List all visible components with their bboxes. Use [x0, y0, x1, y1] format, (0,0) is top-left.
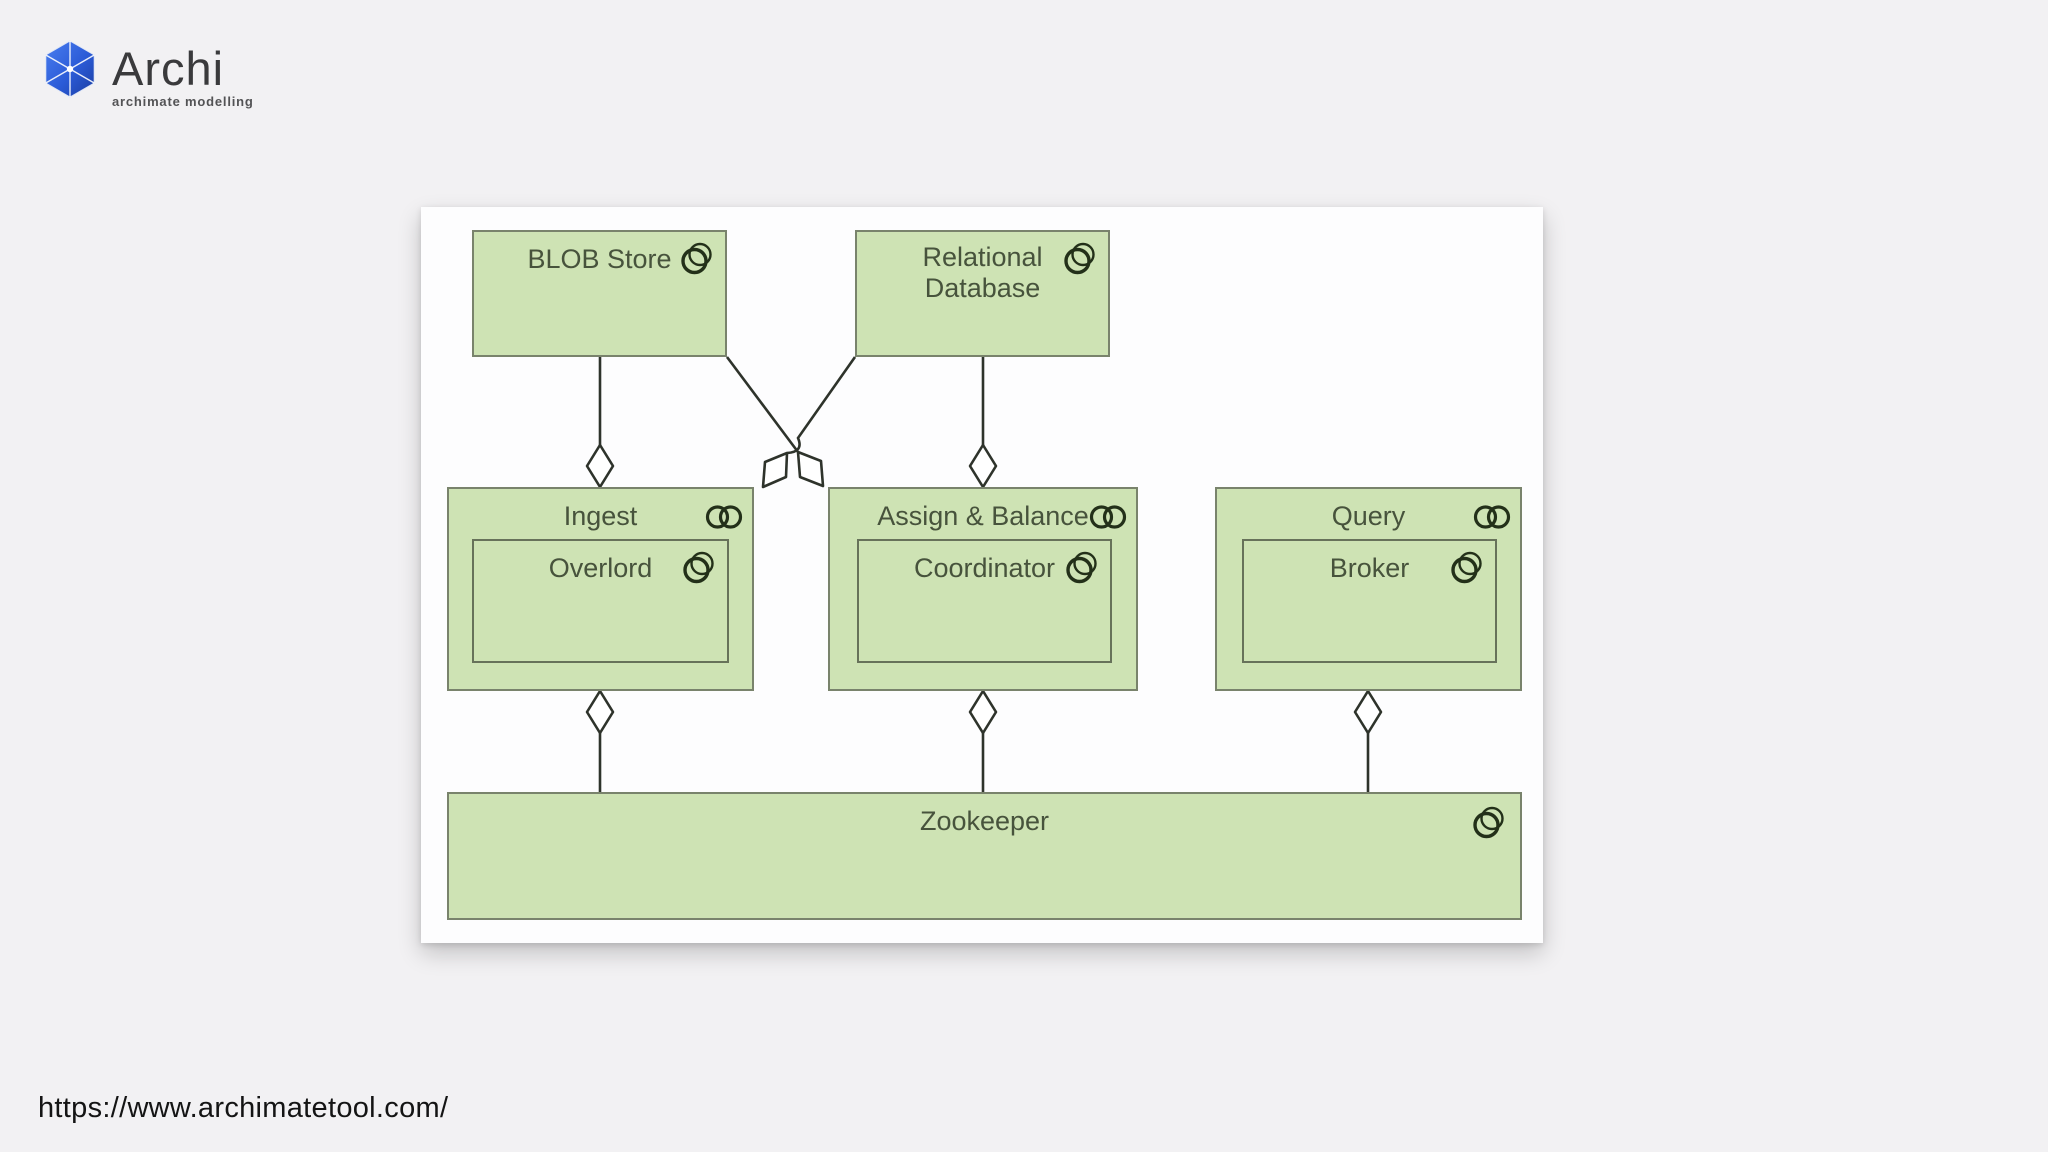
element-query: Query Broker: [1215, 487, 1522, 691]
element-label: Broker: [1329, 553, 1410, 583]
url-caption: https://www.archimatetool.com/: [38, 1092, 449, 1124]
element-label: Coordinator: [913, 553, 1056, 583]
element-assign-balance: Assign & Balance Coordinator: [828, 487, 1138, 691]
element-label: Overlord: [548, 553, 653, 583]
logo-subtitle: archimate modelling: [112, 94, 254, 109]
element-blob-store: BLOB Store: [472, 230, 727, 357]
collaboration-icon: [1473, 505, 1511, 529]
element-label: Zookeeper: [919, 806, 1050, 836]
connector-relationaldb-ingest: [761, 356, 857, 489]
diagram-canvas: BLOB Store Relational Database Ingest Ov…: [421, 207, 1543, 943]
element-coordinator: Coordinator: [857, 539, 1112, 663]
element-broker: Broker: [1242, 539, 1497, 663]
sketch-circle-icon: [1064, 242, 1095, 275]
logo-title: Archi: [112, 42, 225, 95]
connector-blobstore-assignbalance: [725, 356, 825, 488]
sketch-circle-icon: [681, 242, 712, 275]
archi-logo[interactable]: Archi archimate modelling: [44, 40, 254, 109]
collaboration-icon: [1089, 505, 1127, 529]
connectors-layer: [585, 356, 1383, 792]
archi-hexagon-icon: [45, 40, 95, 98]
sketch-circle-icon: [683, 551, 714, 584]
element-zookeeper: Zookeeper: [447, 792, 1522, 920]
connector-query-zookeeper: [1353, 689, 1383, 792]
element-relational-database: Relational Database: [855, 230, 1110, 357]
element-label: Relational Database: [922, 242, 1043, 303]
sketch-circle-icon: [1066, 551, 1097, 584]
collaboration-icon: [705, 505, 743, 529]
sketch-circle-icon: [1473, 806, 1504, 839]
element-ingest: Ingest Overlord: [447, 487, 754, 691]
element-label: Assign & Balance: [877, 501, 1089, 531]
connector-ingest-zookeeper: [585, 689, 615, 792]
element-overlord: Overlord: [472, 539, 729, 663]
logo-text: Archi archimate modelling: [112, 40, 254, 109]
connector-blobstore-ingest: [585, 357, 615, 489]
element-label: Query: [1331, 501, 1406, 531]
element-label: BLOB Store: [527, 244, 672, 274]
connector-relationaldb-assignbalance: [968, 357, 998, 489]
element-label: Ingest: [563, 501, 638, 531]
connector-assignbalance-zookeeper: [968, 689, 998, 792]
sketch-circle-icon: [1451, 551, 1482, 584]
